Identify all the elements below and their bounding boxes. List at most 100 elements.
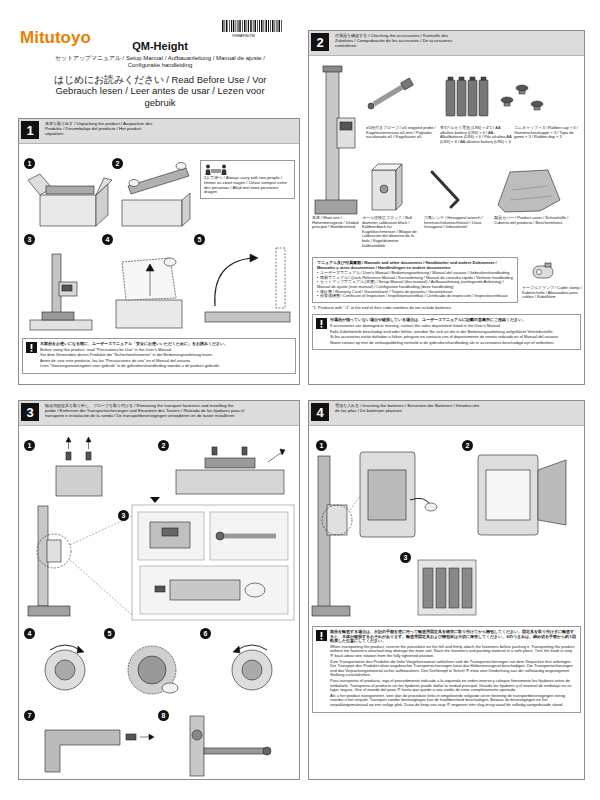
cable-clamp [533,263,553,278]
unpacking-box [46,186,94,194]
raising-product [205,248,290,322]
product-cover [498,170,560,212]
label-slot: ゴムキャップ × 3 / Rubber cap × 3 / Gummischut… [514,126,582,140]
lifting-product [122,200,182,226]
removing-bag [146,264,154,271]
removing-fastener-plate [212,447,217,455]
warning-icon [321,632,323,637]
step-number-text: 5 [198,236,202,243]
rubber-caps [501,85,543,110]
bracket-steps [149,734,154,740]
rubber-caps [516,85,528,91]
product-standing [30,254,92,330]
removing-fastener-plate [280,449,285,455]
step-number-text: 8 [162,712,166,719]
accessory-caption: ゴムキャップ × 3 / Rubber cap × 3 / Gummischut… [514,126,582,140]
warning-text: 本製品をお使いになる前に、ユーザーズマニュアル「安全にお使いいただくために」をお… [40,342,291,347]
document-list: マニュアル及び付属書類 / Manuals and other document… [312,257,518,303]
raising-product [215,258,252,306]
barcode [270,20,272,32]
label-slot: 単3アルカリ電池 (LR6) × 4*1 / AA alkaline batte… [440,126,512,144]
heading-band: 電池を入れる / Inserting the batteries / Einse… [309,401,584,426]
rubber-caps [501,97,513,103]
removing-bag [164,258,176,266]
warning-icon [31,350,33,352]
calibration-block [396,164,402,210]
warning-text: Zum Transportieren des Produkts die link… [330,660,576,678]
pointer-triangle [150,497,160,503]
warning-text: Para transportar el producto, siga el pr… [330,679,576,693]
warning-icon [26,342,37,353]
main-unit [315,200,357,214]
bracket-steps [263,747,271,755]
warning-text: When transporting the product, reverse t… [330,645,576,659]
gauge-overview [38,506,48,606]
lifting-product [176,163,186,170]
step-number: 7 [24,710,35,721]
step-number-text: 3 [404,554,408,561]
barcode [246,20,248,32]
accessory-caption: ø5段付きプローブ / ø5 stepped probe / Kugeltast… [366,126,438,140]
step-number: 3 [118,510,129,521]
barcode [248,20,249,32]
warning-box: 付属品が揃っていない場合や破損している場合は、ユーザーズマニュアルに記載の営業所… [312,314,581,350]
barcode [250,20,252,32]
gauge-overview [28,606,70,616]
barcode [229,20,231,32]
section-heading: 輸送用固定具を取り外し、プローブを取り付ける / Removing the tr… [45,404,245,419]
warning-icon [31,344,33,349]
step-number: 2 [158,440,169,451]
probe-install-detail [132,505,294,620]
batteries [448,77,453,80]
step-number: 1 [316,440,327,451]
bracket-steps [190,716,204,776]
battery-insert [449,568,459,608]
barcode [266,20,268,32]
unpacking-box [28,174,112,226]
caution-text: 2人で持つ / Always carry with two people / I… [204,176,291,195]
warning-box: 製品を輸送する場合は、左記の手順を逆に行って輸送用固定具を確実に取り付けてから梱… [312,626,581,713]
barcode [235,20,237,32]
removing-fastener-plate [176,470,284,494]
raising-product [205,312,290,322]
knob-steps [45,645,272,694]
knob-steps [50,645,80,650]
caution-note: 2人で持つ / Always carry with two people / I… [200,160,295,199]
footnote: *1: Products with "-1" at the end of the… [312,306,580,311]
step-number-text: 2 [116,160,120,167]
unpacking-box [40,195,96,226]
section-number-text: 4 [316,406,323,419]
step-number: 4 [24,628,35,639]
step-number: 5 [194,234,205,245]
section-number: 1 [21,121,39,139]
heading-band: 本体を取り出す / Unpacking the product / Auspac… [19,119,299,144]
removing-top-screws [69,441,89,449]
warning-icon [26,342,37,353]
section-heading: 本体を取り出す / Unpacking the product / Auspac… [45,122,155,137]
lifting-product [129,180,139,187]
warning-text: Als u het product transporteert, voer da… [330,694,576,708]
battery-cover-open [478,455,538,535]
step-number-text: 3 [122,512,126,519]
label-slot: はじめにお読みください / Read Before Use / Vor Gebr… [40,74,280,108]
label-slot: 99MAF807M [232,34,282,39]
warning-text: 製品を輸送する場合は、左記の手順を逆に行って輸送用固定具を確実に取り付けてから梱… [330,630,576,644]
knob-steps [77,646,84,653]
label-slot: セットアップマニュアル / Setup Manual / Aufbauanlei… [50,55,270,69]
warning-icon [321,320,323,325]
gauge-with-display [350,496,360,510]
warning-box: 本製品をお使いになる前に、ユーザーズマニュアル「安全にお使いいただくために」をお… [22,338,296,374]
calibration-block [380,185,388,193]
battery-cover-open [360,452,415,537]
probe-install-detail [140,566,288,614]
section-heading: 電池を入れる / Inserting the batteries / Einse… [335,404,485,414]
hex-wrench [432,172,458,207]
step-number-text: 1 [28,160,32,167]
step-number: 3 [400,552,411,563]
removing-top-screws [56,466,102,496]
lifting-product [182,193,190,226]
knob-steps [55,660,75,680]
gauge-with-display [327,505,347,535]
knob-steps [138,656,166,684]
accessory-caption: 本体 / Main unit / Höhenmessgerät / Unidad… [312,216,360,230]
